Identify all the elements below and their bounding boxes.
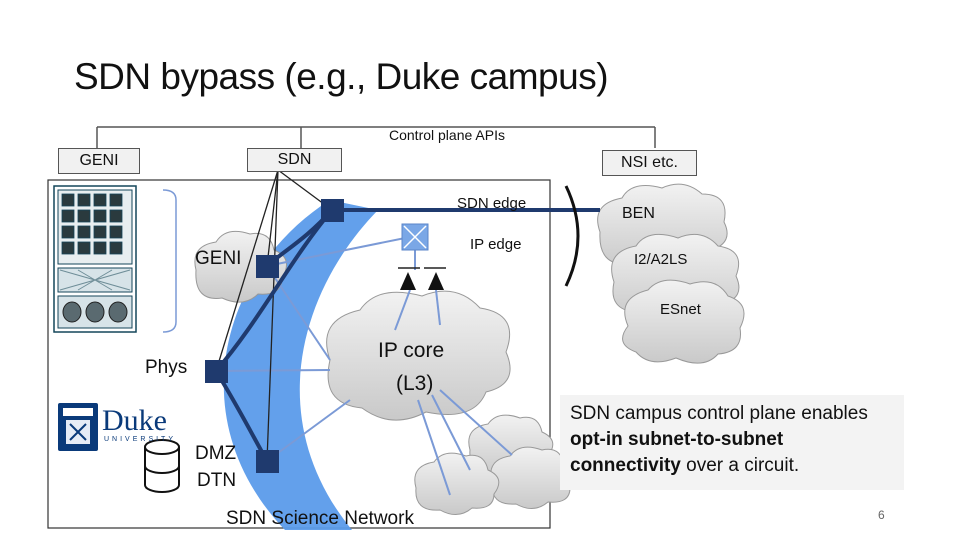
rack-icon [53, 185, 137, 333]
edge-parenthesis [564, 185, 580, 287]
esnet-label: ESnet [660, 301, 701, 318]
geni-cloud-label: GENI [195, 248, 242, 269]
ip-edge-label: IP edge [470, 236, 522, 253]
phys-label: Phys [145, 357, 188, 378]
caption-text: SDN campus control plane enables [570, 403, 868, 424]
dtn-storage-icon [144, 439, 180, 493]
ip-core-label: IP core [378, 339, 445, 362]
nsi-box: NSI etc. [602, 150, 697, 176]
sdn-control-lines [215, 169, 333, 462]
dtn-label: DTN [197, 470, 237, 491]
dmz-label: DMZ [195, 443, 237, 464]
geni-box: GENI [58, 148, 140, 174]
ben-label: BEN [622, 205, 655, 222]
duke-logo-text: Duke [102, 404, 167, 437]
caption-text-end: over a circuit. [680, 455, 800, 476]
control-plane-label: Control plane APIs [389, 127, 505, 143]
caption-bold-text: opt-in subnet-to-subnet connectivity [570, 429, 784, 476]
caption-box: SDN campus control plane enables opt-in … [560, 395, 904, 490]
duke-university-text: UNIVERSITY [104, 436, 177, 443]
campus-links [215, 235, 513, 496]
control-plane-bracket [96, 126, 656, 148]
i2-label: I2/A2LS [634, 251, 688, 268]
sdn-nodes [205, 199, 344, 473]
sdn-box: SDN [247, 148, 342, 172]
ip-core-l3-label: (L3) [396, 372, 434, 395]
rack-bracket [162, 189, 177, 333]
science-network-label: SDN Science Network [226, 508, 414, 529]
ip-core-cloud [326, 290, 511, 421]
geni-cloud [194, 230, 287, 303]
external-clouds [597, 183, 745, 364]
duke-logo-shield [58, 403, 98, 451]
page-number: 6 [878, 508, 885, 522]
slide-title: SDN bypass (e.g., Duke campus) [74, 56, 609, 97]
ip-edge-router [398, 223, 446, 290]
sdn-edge-label: SDN edge [457, 195, 527, 212]
